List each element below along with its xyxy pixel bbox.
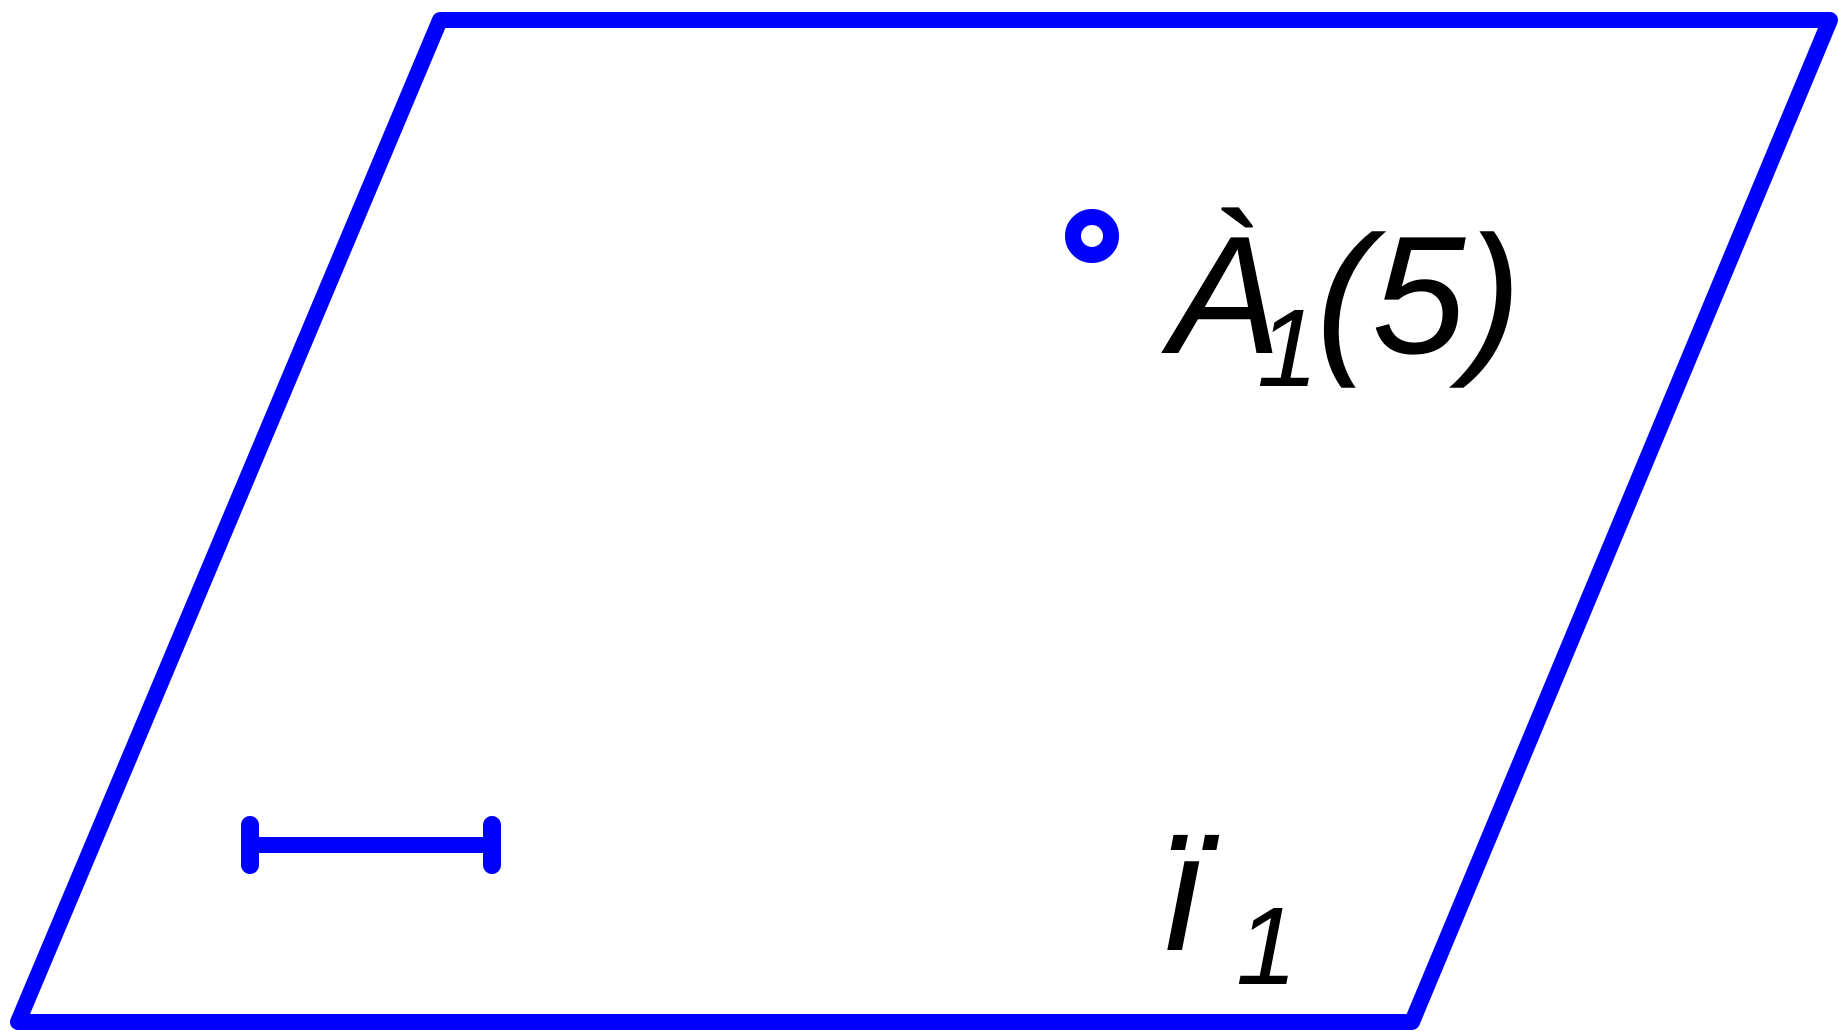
point-marker xyxy=(1065,209,1119,263)
plane-label-subscript: 1 xyxy=(1236,885,1297,1008)
plane-label: ï 1 xyxy=(1160,798,1297,1008)
segment-marker xyxy=(241,816,501,874)
point-label-letter: À xyxy=(1161,201,1280,389)
point-label: À 1 (5) xyxy=(1161,201,1521,410)
plane-parallelogram xyxy=(10,12,1838,1030)
plane-label-letter: ï xyxy=(1160,798,1220,986)
point-label-suffix: (5) xyxy=(1316,201,1521,389)
point-label-subscript: 1 xyxy=(1257,287,1318,410)
